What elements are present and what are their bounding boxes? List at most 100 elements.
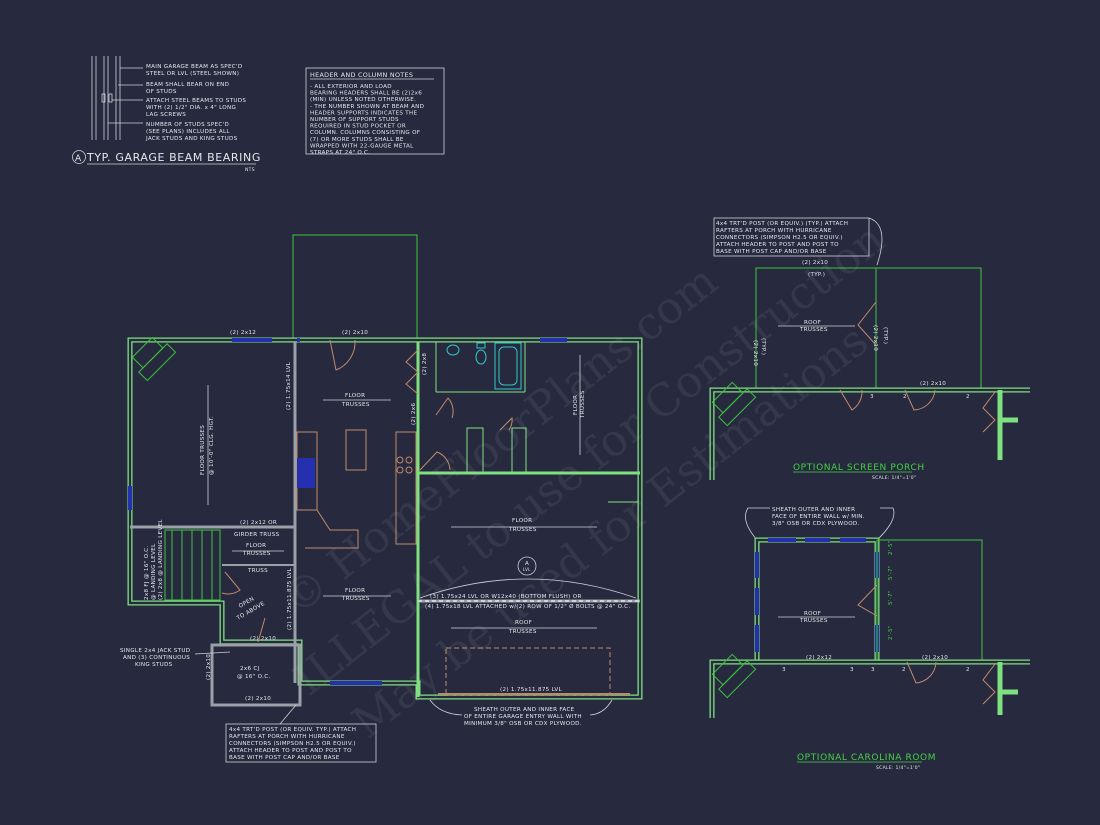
header-label: (2) 2x12 <box>230 330 256 336</box>
jack-note: AND (3) CONTINUOUS <box>123 655 190 661</box>
truss-label: ROOF <box>804 611 821 617</box>
jack-note: SINGLE 2x4 JACK STUD <box>120 648 190 654</box>
truss-label: TRUSSES <box>799 327 828 333</box>
sink <box>297 458 315 488</box>
note-line: RAFTERS AT PORCH WITH HURRICANE <box>716 228 832 234</box>
stud-count: 2 <box>902 667 906 673</box>
upper-bay-outline <box>292 234 418 341</box>
stud-count: 2 <box>966 667 970 673</box>
beam-note: STEEL OR LVL (STEEL SHOWN) <box>146 71 239 77</box>
detail-scale: NTS <box>245 167 255 173</box>
stud-count: 3 <box>782 667 786 673</box>
note-line: 3/8" OSB OR CDX PLYWOOD. <box>772 521 860 527</box>
header-label: (2) 2x6 <box>411 403 417 425</box>
note-line: 4x4 TRT'D POST (OR EQUIV.) (TYP.) ATTACH <box>716 221 848 227</box>
stud-count: 3 <box>871 667 875 673</box>
beam-note: NUMBER OF STUDS SPEC'D <box>146 122 229 128</box>
detail-marker-letter: A <box>75 154 82 164</box>
header-label: (2) 2x12 <box>806 655 832 661</box>
beam-note: MAIN GARAGE BEAM AS SPEC'D <box>146 64 242 70</box>
detail-title: TYP. GARAGE BEAM BEARING <box>86 151 261 164</box>
dimension-label: 5'-7" <box>888 565 894 580</box>
note-line: BEARING HEADERS SHALL BE (2)2x6 <box>310 91 422 97</box>
scale-label: SCALE: 1/4"=1'0" <box>876 765 920 771</box>
stair-note: @ LANDING LEVEL <box>151 543 157 600</box>
main-floor-plan: (2) 2x12 (2) 2x10 FLOOR TRUSSES @ 10'-0"… <box>120 234 643 763</box>
beam-label: (2) 1.75x14 LVL <box>286 361 292 410</box>
note-line: NUMBER OF SUPPORT STUDS <box>310 117 399 123</box>
screen-porch-title: OPTIONAL SCREEN PORCH <box>793 463 925 473</box>
header-label: (2) 2x10 <box>206 654 212 680</box>
dimension-label: 2'-5" <box>888 540 894 555</box>
beam-note: JACK STUDS AND KING STUDS <box>145 136 238 142</box>
truss-label: TRUSSES <box>242 551 271 557</box>
note-line: - ALL EXTERIOR AND LOAD <box>310 84 392 90</box>
note-line: CONNECTORS (SIMPSON H2.5 OR EQUIV.) <box>716 235 843 241</box>
note-line: BASE WITH POST CAP AND/OR BASE <box>716 249 827 255</box>
stair-note: (2) 2x8 @ LANDING LEVEL <box>158 519 164 600</box>
note-line: FACE OF ENTIRE WALL w/ MIN. <box>772 514 865 520</box>
truss-label: TRUSSES <box>341 402 370 408</box>
note-line: STRAPS AT 24" O.C. <box>310 150 370 156</box>
truss-label: TRUSSES <box>508 527 537 533</box>
header-label: (2) 2x10 <box>802 260 828 266</box>
header-label: (2) 2x10 <box>245 696 271 702</box>
typ-label: (TYP.) <box>882 327 888 344</box>
truss-label: TRUSS <box>247 568 268 574</box>
truss-arrows <box>207 355 597 629</box>
stud-count: 2 <box>903 394 907 400</box>
note-line: ATTACH HEADER TO POST AND POST TO <box>229 748 352 754</box>
note-line: RAFTERS AT PORCH WITH HURRICANE <box>229 734 345 740</box>
note-line: - THE NUMBER SHOWN AT BEAM AND <box>310 104 424 110</box>
typ-label: (TYP.) <box>760 338 766 355</box>
note-line: (MIN) UNLESS NOTED OTHERWISE. <box>310 97 416 103</box>
header-label: (2) 2x10 <box>342 330 368 336</box>
bath-fixtures <box>446 342 522 390</box>
windows <box>128 338 567 685</box>
note-line: (7) OR MORE STUDS SHALL BE <box>310 137 404 143</box>
beam-note: ATTACH STEEL BEAMS TO STUDS <box>146 98 246 104</box>
header-label: (2) 2x10 <box>250 636 276 642</box>
truss-label: ROOF <box>515 620 532 626</box>
beam-note: (SEE PLANS) INCLUDES ALL <box>146 129 230 135</box>
carolina-room-title: OPTIONAL CAROLINA ROOM <box>797 753 936 763</box>
sheath-note: MINIMUM 3/8" OSB OR CDX PLYWOOD. <box>464 721 582 727</box>
truss-label: ROOF <box>804 320 821 326</box>
marker-label: LVL <box>523 567 531 572</box>
truss-label: FLOOR <box>345 393 365 399</box>
doors <box>221 339 513 643</box>
note-line: REQUIRED IN STUD POCKET OR <box>310 124 406 130</box>
garage-beam-detail: MAIN GARAGE BEAM AS SPEC'D STEEL OR LVL … <box>72 56 261 173</box>
fireplace <box>131 336 177 382</box>
truss-label: FLOOR <box>512 518 532 524</box>
note-line: WRAPPED WITH 22-GAUGE METAL <box>310 143 414 149</box>
truss-label: FLOOR <box>246 543 266 549</box>
beam-label: (3) 1.75x24 LVL OR W12x40 (BOTTOM FLUSH)… <box>430 594 582 600</box>
dimension-label: 5'-7" <box>888 590 894 605</box>
header-label: (2) 2x10 <box>920 381 946 387</box>
header-label: (2) 2x10 <box>922 655 948 661</box>
stair-note: 2x8 FJ @ 16" O.C. <box>144 546 150 600</box>
stairs <box>164 529 221 601</box>
header-label: (2) 2x10 <box>752 340 758 366</box>
note-line: CONNECTORS (SIMPSON H2.5 OR EQUIV.) <box>229 741 356 747</box>
beam-note: BEAM SHALL BEAR ON END <box>146 82 229 88</box>
beam-note: OF STUDS <box>146 89 177 95</box>
detail-marker <box>72 150 86 164</box>
header-label: (2) 1.75x11.875 LVL <box>500 687 563 693</box>
header-column-notes: HEADER AND COLUMN NOTES - ALL EXTERIOR A… <box>305 67 445 156</box>
truss-label: TRUSSES <box>341 596 370 602</box>
sheath-note: OF ENTIRE GARAGE ENTRY WALL WITH <box>464 714 582 720</box>
stud-count: 3 <box>850 667 854 673</box>
truss-label: FLOOR TRUSSES <box>200 425 206 475</box>
beam-label: (2) 1.75x11.875 LVL <box>287 567 293 630</box>
cj-label: @ 16" O.C. <box>237 674 270 680</box>
header-label: (2) 2x12 OR <box>240 520 277 526</box>
note-line: BASE WITH POST CAP AND/OR BASE <box>229 755 340 761</box>
optional-screen-porch: 4x4 TRT'D POST (OR EQUIV.) (TYP.) ATTACH… <box>709 217 1030 481</box>
beam-note: LAG SCREWS <box>146 112 186 118</box>
note-line: HEADER SUPPORTS INDICATES THE <box>310 110 417 116</box>
post-note-box <box>225 723 377 763</box>
truss-label: TRUSSES <box>580 390 586 419</box>
